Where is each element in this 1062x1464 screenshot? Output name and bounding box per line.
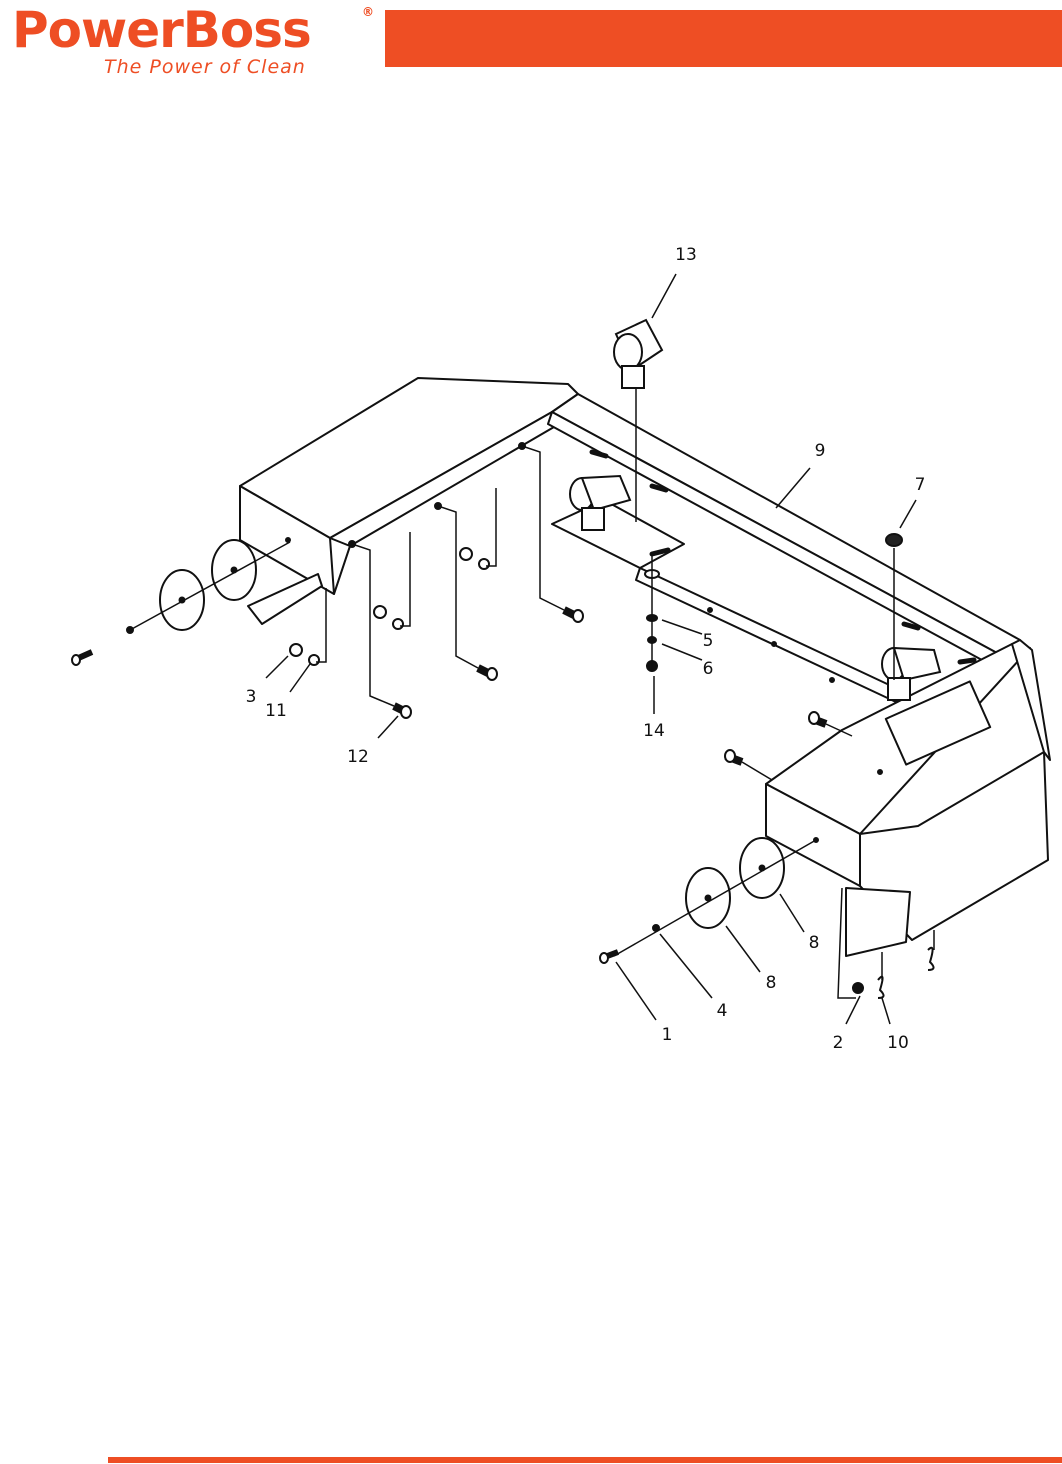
nut-icon	[652, 924, 660, 932]
callout-8: 8	[766, 973, 777, 993]
header-bar	[385, 10, 1062, 67]
grommet-icon	[885, 533, 903, 547]
callout-9: 9	[815, 441, 826, 461]
callout-3: 3	[246, 687, 257, 707]
frame-left-flange	[247, 573, 323, 625]
bolt-icon	[724, 749, 744, 766]
callout-8: 8	[809, 933, 820, 953]
footer-line	[108, 1457, 1062, 1463]
bolt-icon	[71, 649, 94, 666]
callout-14: 14	[643, 721, 665, 741]
callout-6: 6	[703, 659, 714, 679]
nut-icon	[289, 643, 303, 657]
bolt-icon	[392, 702, 412, 719]
brand-logo: PowerBoss ® The Power of Clean	[12, 2, 382, 78]
bolt-icon	[599, 949, 620, 964]
callout-5: 5	[703, 631, 714, 651]
nut-icon	[392, 618, 404, 630]
nut-icon	[459, 547, 473, 561]
callout-4: 4	[717, 1001, 728, 1021]
nut-icon	[852, 982, 864, 994]
callout-7: 7	[915, 475, 926, 495]
leader-lines	[129, 273, 935, 1025]
frame-right-flange	[845, 887, 911, 957]
nut-icon	[478, 558, 490, 570]
bolt-icon	[562, 606, 584, 623]
nut-icon	[373, 605, 387, 619]
frame-right-end	[1011, 639, 1051, 761]
light-assembly-icon	[613, 318, 664, 389]
nut-icon	[308, 654, 320, 666]
frame-left-arm	[239, 377, 579, 539]
wire-clip-icon	[927, 946, 935, 971]
callout-1: 1	[662, 1025, 673, 1045]
callout-12: 12	[347, 747, 369, 767]
hardware	[71, 318, 942, 999]
registered-mark: ®	[362, 5, 374, 19]
callout-11: 11	[265, 701, 287, 721]
callout-10: 10	[887, 1033, 909, 1053]
bolt-icon	[808, 711, 828, 728]
light-assembly-icon	[569, 474, 632, 531]
bolt-icon	[476, 664, 498, 681]
brand-name: PowerBoss	[12, 1, 312, 59]
callout-2: 2	[833, 1033, 844, 1053]
mount-plate	[551, 499, 685, 569]
brand-tagline: The Power of Clean	[104, 56, 306, 78]
callout-13: 13	[675, 245, 697, 265]
